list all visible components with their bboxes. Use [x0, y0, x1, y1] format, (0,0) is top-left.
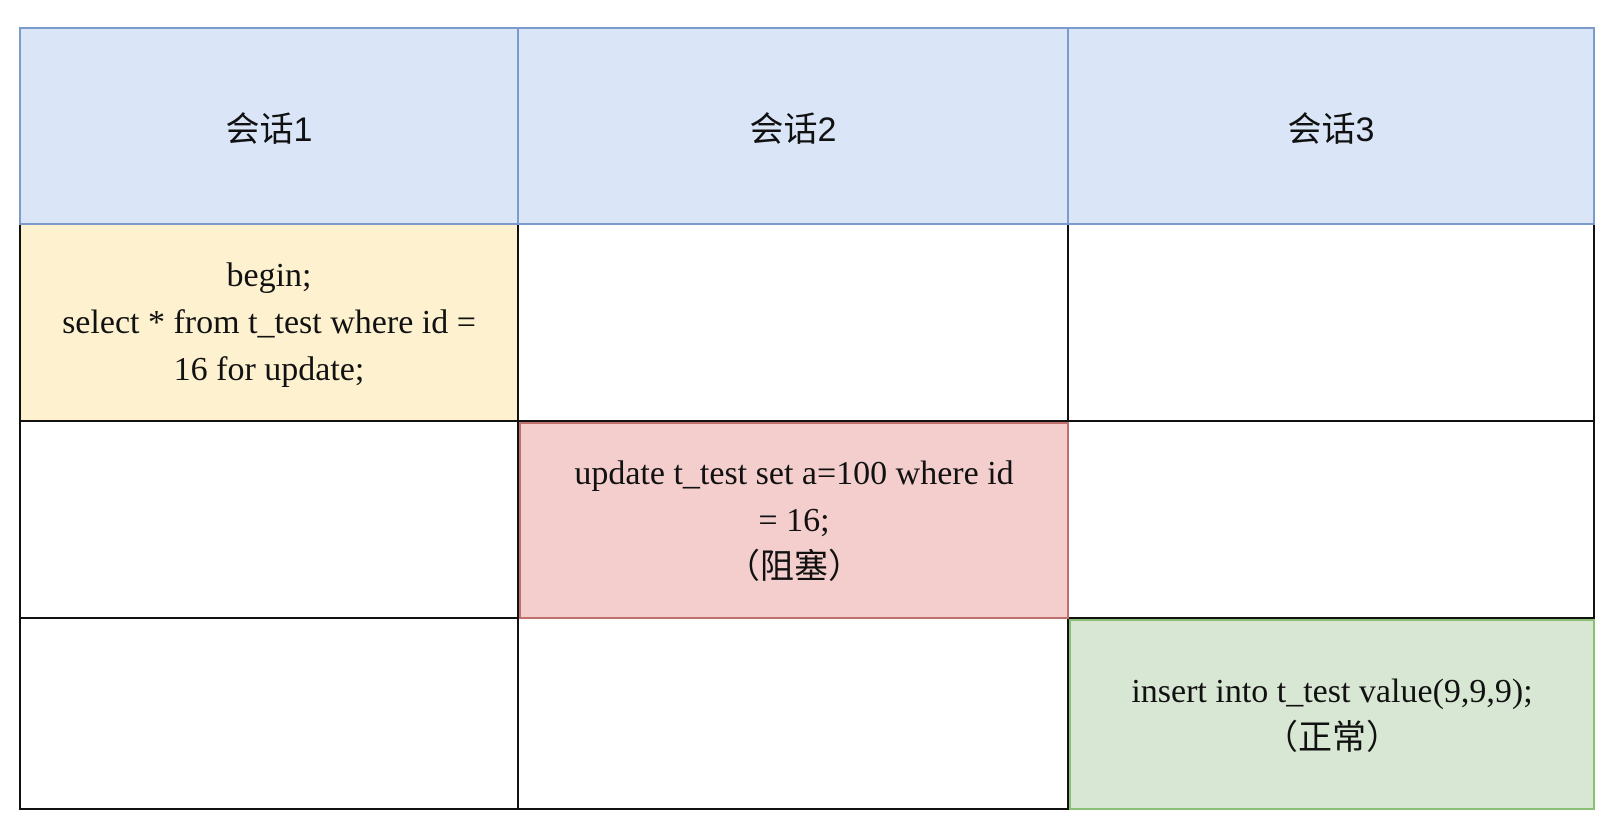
sql-line: begin; — [226, 257, 312, 294]
step-3-session-3-cell: insert into t_test value(9,9,9); （正常） — [1069, 619, 1595, 810]
status-normal: （正常） — [1264, 719, 1400, 757]
header-session-2: 会话2 — [519, 27, 1069, 225]
sql-line: 16 for update; — [173, 351, 365, 388]
step-3-session-2-cell — [519, 619, 1069, 810]
header-label: 会话3 — [1287, 110, 1375, 149]
header-session-3: 会话3 — [1069, 27, 1595, 225]
header-label: 会话1 — [225, 110, 313, 149]
step-3-session-1-cell — [19, 619, 519, 810]
sql-line: insert into t_test value(9,9,9); — [1131, 672, 1533, 710]
header-session-1: 会话1 — [19, 27, 519, 225]
step-1-session-1-cell: begin; select * from t_test where id = 1… — [19, 225, 519, 422]
step-1-session-2-cell — [519, 225, 1069, 422]
step-2-session-3-cell — [1069, 422, 1595, 619]
status-blocked: （阻塞） — [725, 549, 862, 586]
header-label: 会话2 — [749, 110, 837, 149]
sql-line: = 16; — [758, 502, 830, 539]
step-1-session-3-cell — [1069, 225, 1595, 422]
step-2-session-1-cell — [19, 422, 519, 619]
step-2-session-2-cell: update t_test set a=100 where id = 16; （… — [519, 422, 1069, 619]
sql-line: update t_test set a=100 where id — [574, 455, 1014, 492]
sql-line: select * from t_test where id = — [62, 304, 476, 341]
session-timeline-table: 会话1 会话2 会话3 begin; select * from t_test … — [19, 27, 1595, 810]
